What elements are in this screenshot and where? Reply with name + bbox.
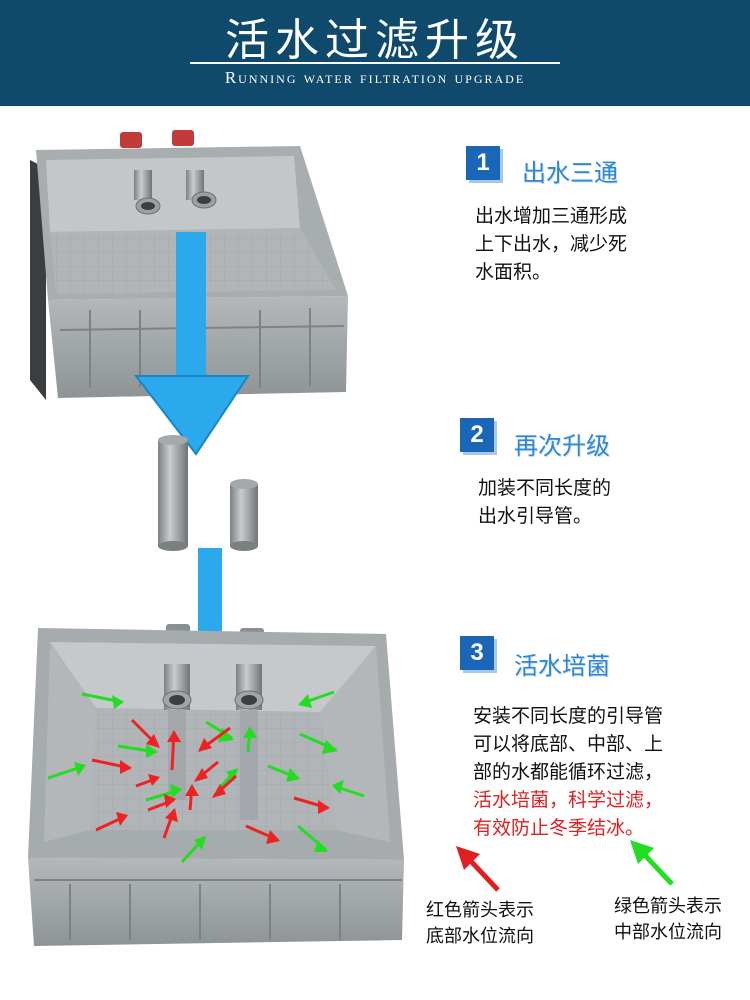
step-1-line: 出水增加三通形成 xyxy=(475,205,628,227)
step-1-line: 上下出水，减少死 xyxy=(475,233,628,255)
step-1-title: 出水三通 xyxy=(522,159,618,187)
title-divider xyxy=(190,62,560,64)
legend-green-line1: 绿色箭头表示 xyxy=(614,896,722,917)
legend-green-label: 绿色箭头表示 中部水位流向 xyxy=(598,894,738,946)
step-3-description: 安装不同长度的引导管 可以将底部、中部、上 部的水都能循环过滤， 活水培菌，科学… xyxy=(473,702,663,842)
legend-red-label: 红色箭头表示 底部水位流向 xyxy=(410,898,550,950)
step-2-line: 加装不同长度的 xyxy=(478,477,612,499)
step-2-line: 出水引导管。 xyxy=(478,505,593,527)
step-3-title: 活水培菌 xyxy=(514,652,610,680)
step-1-description: 出水增加三通形成 上下出水，减少死 水面积。 xyxy=(475,202,627,286)
guide-pipes xyxy=(158,435,258,551)
legend-red-line1: 红色箭头表示 xyxy=(426,900,534,921)
tank-bottom xyxy=(28,624,404,946)
step-3-line: 部的水都能循环过滤， xyxy=(473,761,664,783)
product-illustration xyxy=(28,130,404,946)
step-3-highlight-line: 活水培菌，科学过滤， xyxy=(473,789,664,811)
step-1-badge: 1 xyxy=(466,146,500,180)
flow-arrow-down-1 xyxy=(133,232,250,456)
legend-red-line2: 底部水位流向 xyxy=(426,926,534,947)
step-3-line: 可以将底部、中部、上 xyxy=(473,733,664,755)
page-subtitle: Running water filtration upgrade xyxy=(224,68,526,87)
step-2-title: 再次升级 xyxy=(514,432,610,460)
green-flow-arrows xyxy=(47,690,365,864)
header-banner: 活水过滤升级 Running water filtration upgrade xyxy=(0,0,750,106)
step-3-highlight-line: 有效防止冬季结冰。 xyxy=(473,817,645,839)
step-3-line: 安装不同长度的引导管 xyxy=(473,705,664,727)
red-flow-arrows xyxy=(91,718,330,844)
page-title: 活水过滤升级 xyxy=(225,15,525,66)
step-2-badge: 2 xyxy=(460,418,494,452)
legend-red-arrow-icon xyxy=(456,846,500,892)
step-1-line: 水面积。 xyxy=(475,261,552,283)
legend-green-arrow-icon xyxy=(630,840,674,886)
step-3-badge: 3 xyxy=(460,636,494,670)
step-2-description: 加装不同长度的 出水引导管。 xyxy=(478,474,611,530)
legend-green-line2: 中部水位流向 xyxy=(614,922,722,943)
